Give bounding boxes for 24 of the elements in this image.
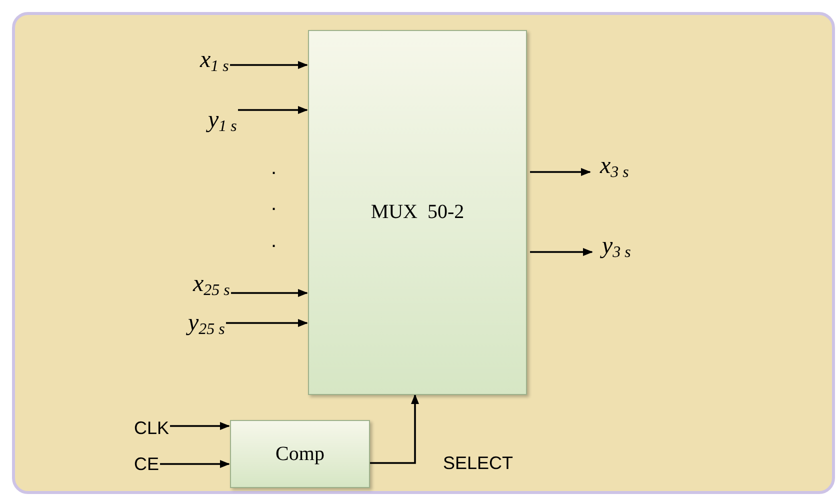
arrow (370, 394, 419, 464)
block-box (230, 420, 370, 488)
block-box (308, 30, 527, 395)
arrow (238, 106, 308, 114)
block-title: Comp (276, 442, 324, 466)
signal-label: y$_{1 s}$ (208, 106, 237, 141)
arrow (160, 460, 230, 468)
signal-label: y$_{3 s}$ (602, 232, 631, 267)
arrow (226, 319, 308, 327)
signal-label: x$_{25 s}$ (193, 270, 230, 305)
signal-label: y$_{25 s}$ (188, 309, 225, 344)
arrow (231, 289, 308, 297)
ellipsis-dot: . (271, 231, 277, 251)
ellipsis-dot: . (271, 194, 277, 214)
arrow (230, 61, 308, 69)
signal-label: CLK (134, 417, 170, 439)
ellipsis-dot: . (271, 158, 277, 178)
arrow (530, 168, 591, 176)
signal-label: x$_{1 s}$ (200, 46, 229, 81)
arrow (530, 248, 593, 256)
arrow (170, 422, 230, 430)
block-title: MUX 50-2 (370, 201, 464, 224)
signal-label: CE (134, 453, 160, 475)
signal-label: x$_{3 s}$ (600, 152, 629, 187)
